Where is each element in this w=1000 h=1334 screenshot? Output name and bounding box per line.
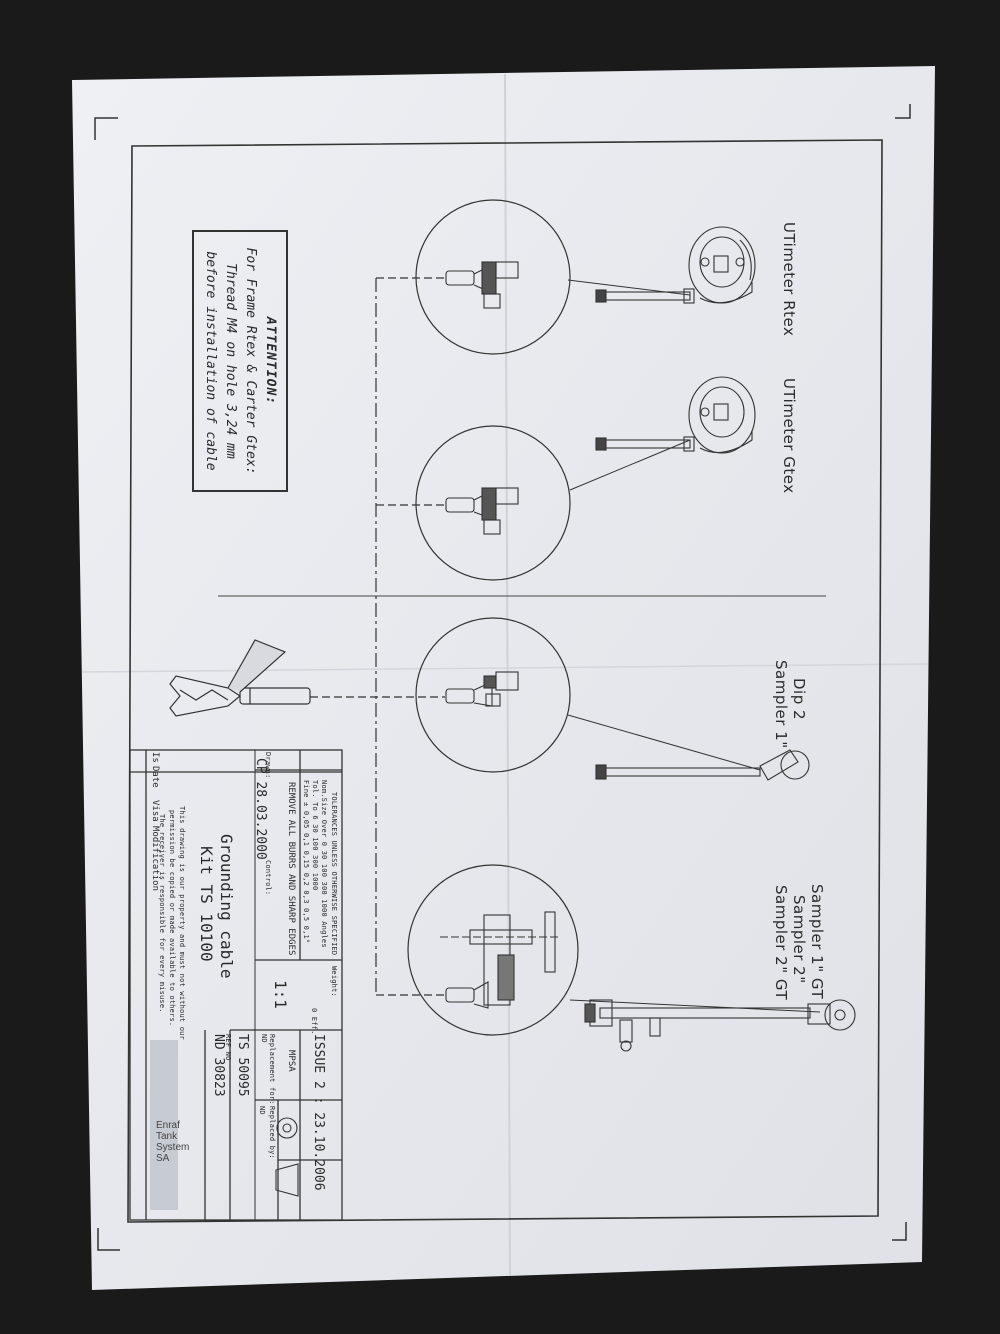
sampler-1-drawing [595,749,810,781]
mpsa-code: MPSA [286,1050,296,1072]
lug-detail [445,487,519,535]
notice-line-2: permission be copied or made available t… [168,810,176,1027]
label-sampler-1: Sampler 1" [772,660,790,749]
attention-line-2: Thread M4 on hole 3,24 mm [223,263,238,459]
lug-detail [445,671,519,707]
drawing-title-line-1: Grounding cable [217,834,236,979]
projection-symbol [275,1117,299,1197]
lug-detail-gt [440,911,560,1009]
leader-line [567,714,761,771]
label-utimeter-gtex: UTimeter Gtex [780,378,798,494]
attention-line-1: For Frame Rtex & Carter Gtex: [243,247,258,475]
label-utimeter-rtex: UTimeter Rtex [780,222,798,337]
replaced-label: Replaced by: [268,1106,276,1159]
corner-mark [97,1228,120,1251]
notice-line-1: This drawing is our property and must no… [178,806,186,1040]
corner-mark [94,117,118,140]
rev-header-is: Is [150,752,160,763]
rev-header-date: Date [150,766,160,788]
detail-circle-sampler [415,617,571,773]
sampler-gt-drawing [584,999,856,1052]
drawing-title-line-2: Kit TS 10100 [197,846,216,962]
replacement-label: Replacement for: [268,1034,276,1105]
tolerances-title: TOLERANCES UNLESS OTHERWISE SPECIFIED [330,792,338,956]
attention-note: ATTENTION: For Frame Rtex & Carter Gtex:… [192,230,288,492]
utimeter-gtex-drawing [595,376,756,454]
utimeter-rtex-drawing [595,226,756,304]
crocodile-clip-drawing [169,639,311,717]
fold-crease [81,663,929,673]
weight-label: Weight: [330,966,338,997]
detail-circle-sampler-gt [407,864,579,1036]
tolerance-row-2: Tol. To 6 30 100 300 1000 [311,780,319,891]
attention-line-3: before installation of cable [203,251,218,471]
fold-crease [504,73,511,1277]
issue-number: ISSUE 2 : 23.10.2006 [311,1034,326,1191]
lug-detail [445,261,519,309]
label-dip-2: Dip 2 [790,678,808,721]
replacement-value: ND [260,1034,268,1043]
remove-burrs-note: REMOVE ALL BURRS AND SHARP EDGES [286,782,296,956]
control-label: Control: [264,860,272,896]
company-name: Enraf Tank System SA [156,1120,190,1164]
tolerance-row-1: Nom.Size Over 0 30 100 300 1000 Angles [320,780,328,948]
replaced-value: ND [258,1106,266,1115]
attention-title: ATTENTION: [263,316,278,406]
label-sampler-1-gt: Sampler 1" GT [808,884,826,1000]
tolerance-row-3: Fine ± 0,05 0,1 0,15 0,2 0,3 0,5 0,1° [302,780,310,944]
efficiency-label: 0 Eff. [310,1008,318,1035]
label-sampler-2: Sampler 2" [790,895,808,984]
notice-line-3: The receiver is responsible for every mi… [158,814,166,1013]
label-sampler-2-gt: Sampler 2" GT [772,885,790,1001]
corner-mark [892,1222,907,1241]
nd-number: ND 30823 [211,1034,226,1097]
drawn-value: CP 28.03.2000 [253,758,268,860]
title-block-frame [129,749,343,1221]
ts-number: TS 50095 [235,1034,250,1097]
drawing-frame [127,139,883,1223]
scale-value: 1:1 [271,980,290,1009]
paper-sheet [72,66,935,1290]
detail-circle-gtex [415,425,571,581]
blurred-address [150,1040,178,1210]
corner-mark [895,104,911,119]
detail-circle-rtex [415,199,571,355]
